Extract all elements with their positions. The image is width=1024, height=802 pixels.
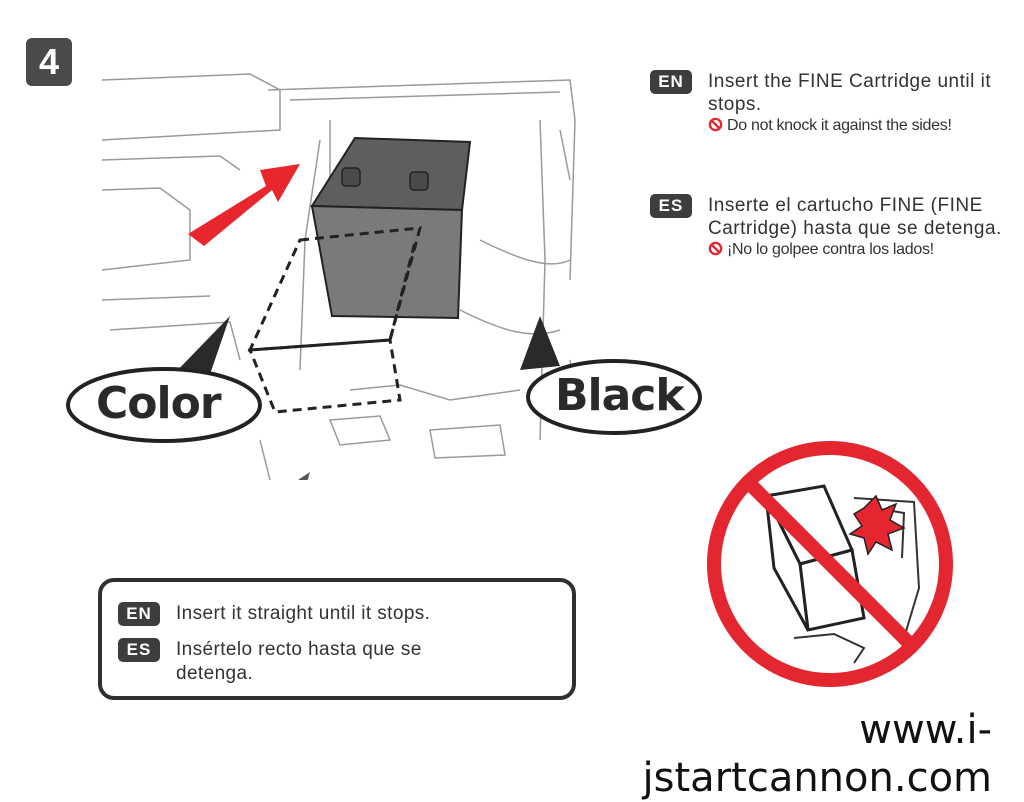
instruction-spanish-warning-text: ¡No lo golpee contra los lados! [727,241,934,258]
instruction-english-main: Insert the FINE Cartridge until it stops… [708,71,992,115]
instruction-spanish-main: Inserte el cartucho FINE (FINE Cartridge… [708,195,1002,239]
instruction-english-warning: Do not knock it against the sides! [708,116,1010,135]
instruction-english-warning-text: Do not knock it against the sides! [727,117,952,134]
black-callout-label: Black [555,370,685,421]
note-english-text: Insert it straight until it stops. [176,603,431,624]
instruction-spanish-warning: ¡No lo golpee contra los lados! [708,240,1010,259]
prohibited-icon [708,117,723,132]
color-callout-label: Color [96,378,222,429]
footer-url: www.i-jstartcannon.com [642,707,992,801]
black-callout-ellipse [526,359,702,435]
instruction-spanish: ES Inserte el cartucho FINE (FINE Cartri… [650,194,1010,259]
es-language-badge: ES [650,194,692,218]
note-spanish-text: Insértelo recto hasta que se detenga. [176,639,422,684]
instruction-english: EN Insert the FINE Cartridge until it st… [650,70,1010,135]
step-number-badge: 4 [26,38,72,86]
straight-insert-note-box: EN Insert it straight until it stops. ES… [98,578,576,700]
note-english-row: EN Insert it straight until it stops. [118,602,430,626]
do-not-knock-prohibition-illustration [707,441,953,687]
prohibited-icon [708,241,723,256]
printer-cartridge-illustration [101,73,581,480]
en-language-badge: EN [118,602,160,626]
en-language-badge: EN [650,70,692,94]
color-callout-ellipse [66,367,262,443]
note-spanish-row: ES Insértelo recto hasta que se detenga. [118,638,448,686]
es-language-badge: ES [118,638,160,662]
